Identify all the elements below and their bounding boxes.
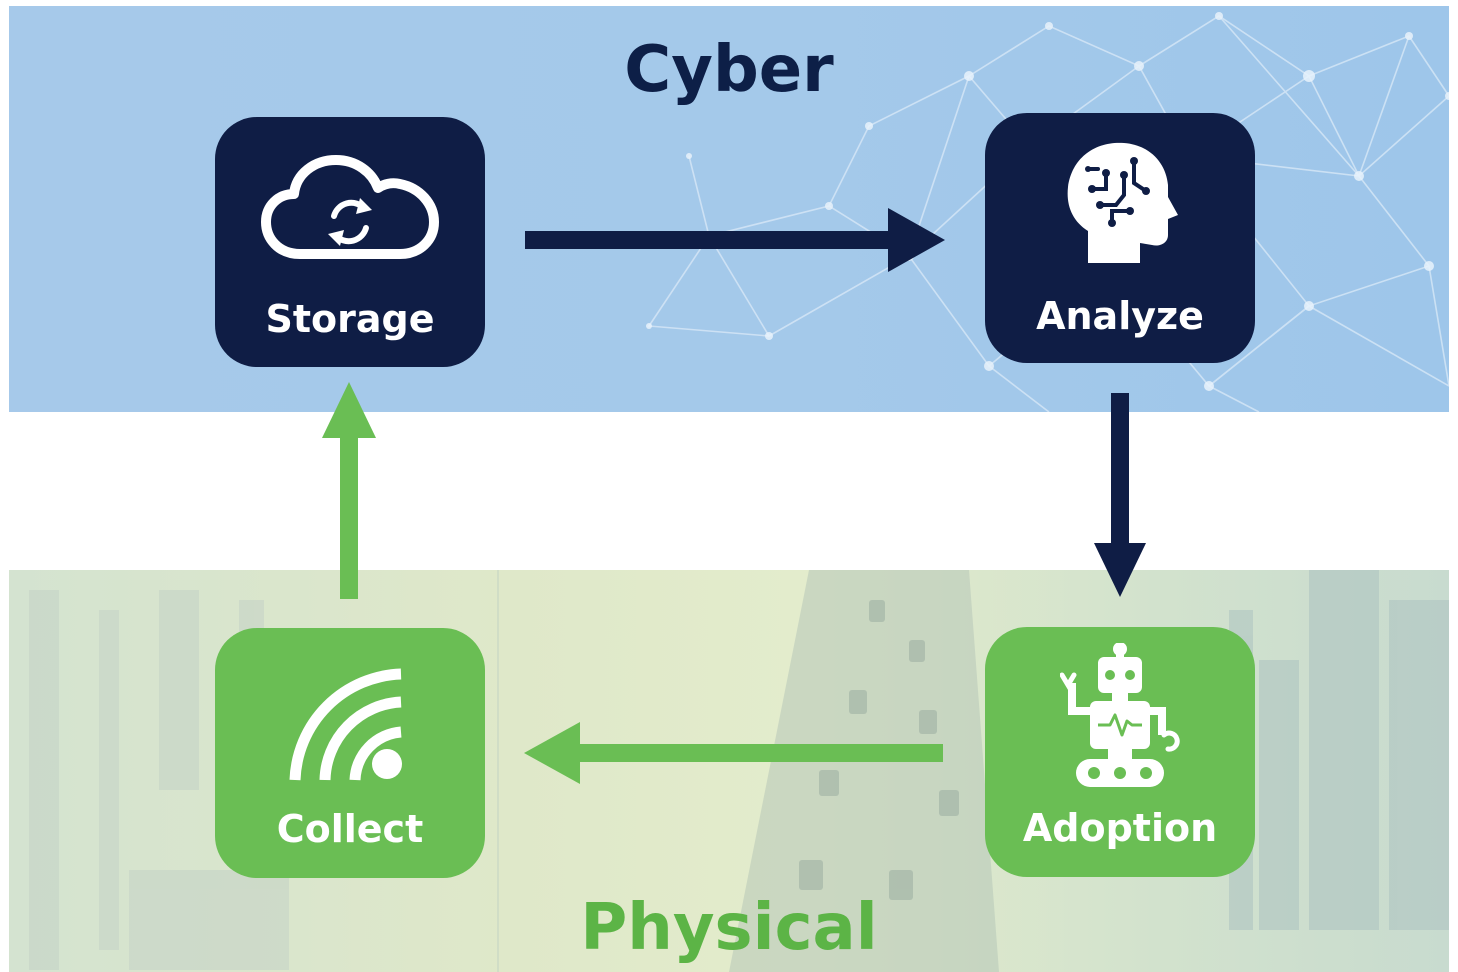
storage-label: Storage [265,297,435,341]
arrow-collect-to-storage [322,382,376,599]
physical-title: Physical [580,891,878,965]
adoption-label: Adoption [1022,806,1218,850]
arrow-analyze-to-adoption [1094,393,1146,597]
storage-node: Storage [215,117,485,367]
robot-icon [1060,643,1180,787]
cloud-sync-icon [261,155,439,259]
wireless-signal-icon [289,668,402,781]
cyber-title: Cyber [624,33,834,107]
analyze-node: Analyze [985,113,1255,363]
collect-label: Collect [276,807,424,851]
ai-head-icon [1067,142,1178,263]
adoption-node: Adoption [985,627,1255,877]
collect-node: Collect [215,628,485,878]
analyze-label: Analyze [1036,294,1204,338]
